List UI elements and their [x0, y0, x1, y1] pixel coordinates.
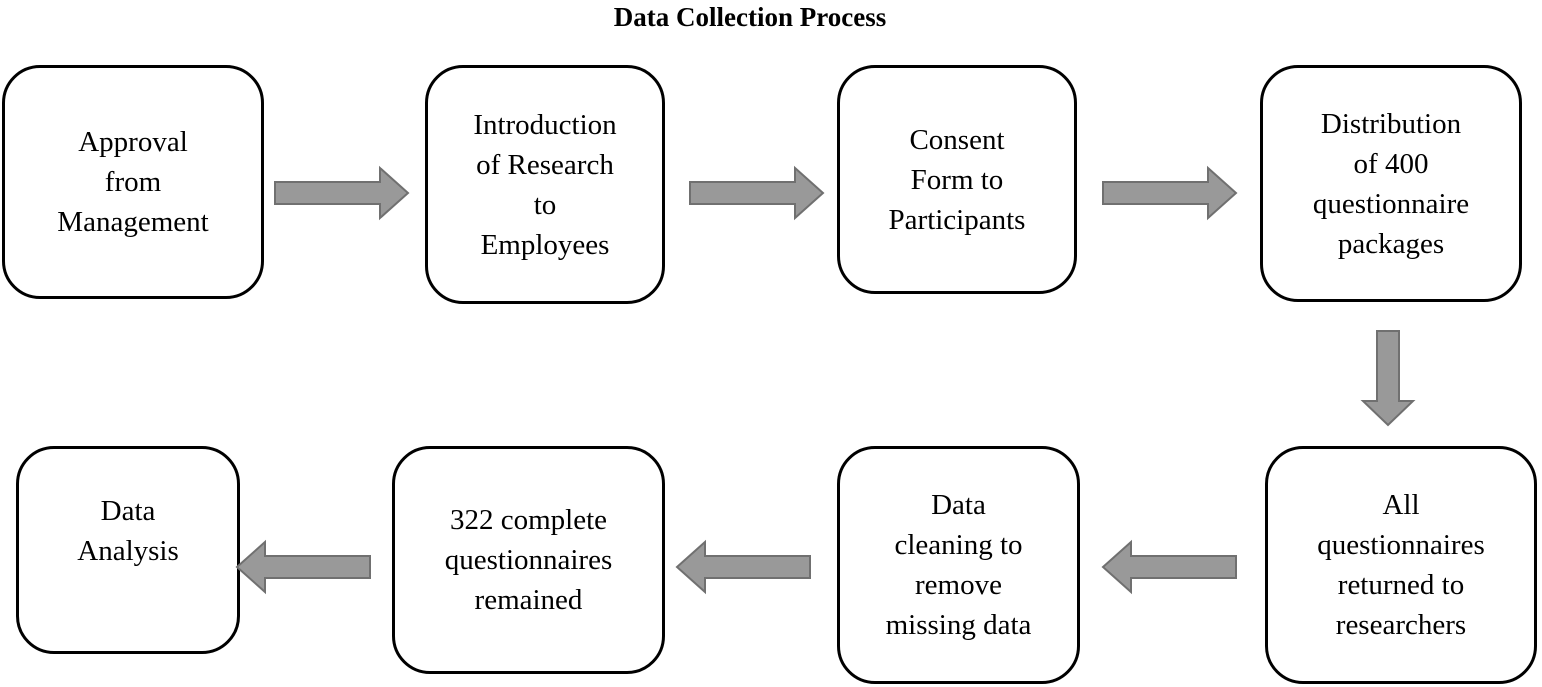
step-remained-label: 322 complete questionnaires remained	[444, 504, 613, 616]
arrow-left-icon	[235, 539, 371, 595]
step-analysis-label: Data Analysis	[77, 495, 179, 567]
step-introduction-label: Introduction of Research to Employees	[473, 108, 617, 261]
step-returned-box: All questionnaires returned to researche…	[1265, 446, 1537, 684]
arrow-left-icon	[1101, 539, 1237, 595]
arrow-right-icon	[1102, 165, 1238, 221]
step-cleaning-box: Data cleaning to remove missing data	[837, 446, 1080, 684]
step-returned-label: All questionnaires returned to researche…	[1317, 489, 1485, 641]
step-distribution-label: Distribution of 400 questionnaire packag…	[1312, 107, 1470, 260]
step-approval-box: Approval from Management	[2, 65, 264, 299]
arrow-right-icon	[274, 165, 410, 221]
arrow-right-icon	[689, 165, 825, 221]
arrow-down-icon	[1360, 330, 1416, 427]
step-cleaning-label: Data cleaning to remove missing data	[885, 489, 1032, 641]
step-analysis-box: Data Analysis	[16, 446, 240, 654]
step-distribution-box: Distribution of 400 questionnaire packag…	[1260, 65, 1522, 302]
diagram-title: Data Collection Process	[613, 2, 887, 32]
step-consent-label: Consent Form to Participants	[888, 123, 1026, 236]
step-remained-box: 322 complete questionnaires remained	[392, 446, 665, 674]
arrow-left-icon	[675, 539, 811, 595]
step-consent-box: Consent Form to Participants	[837, 65, 1077, 294]
step-introduction-box: Introduction of Research to Employees	[425, 65, 665, 304]
step-approval-label: Approval from Management	[57, 126, 209, 238]
